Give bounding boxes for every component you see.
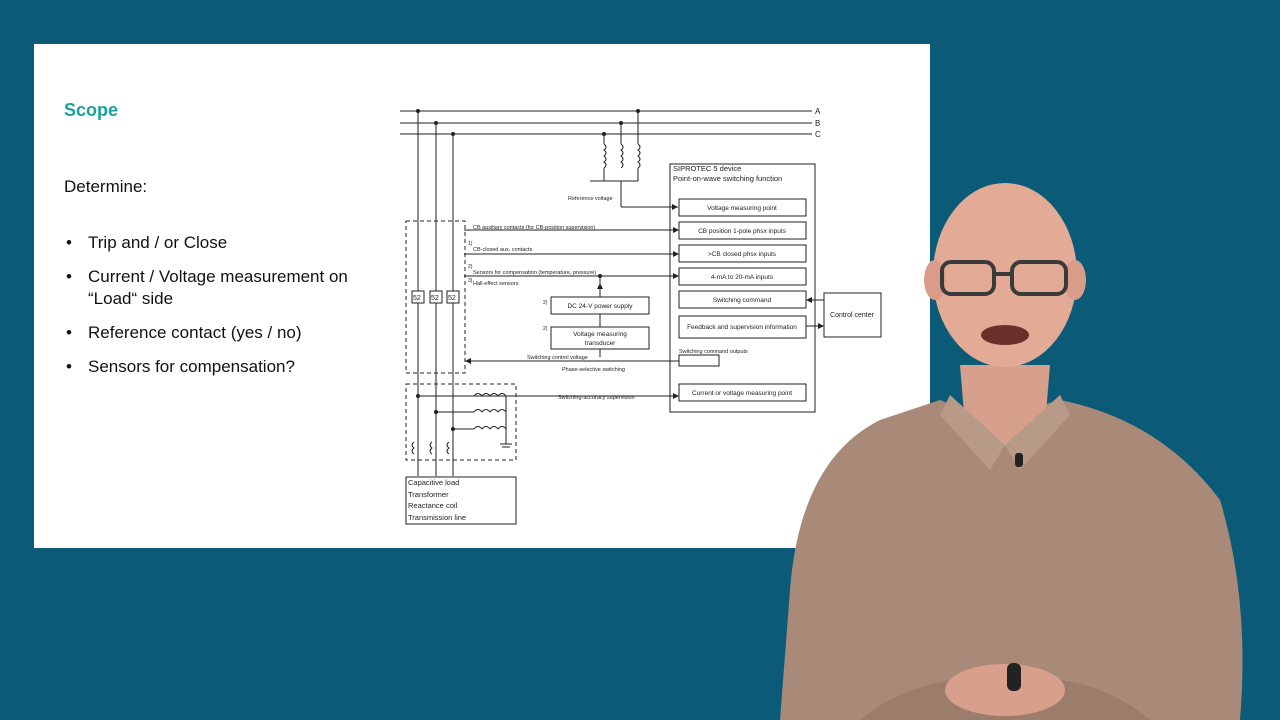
load-type-capacitive: Capacitive load	[408, 478, 459, 487]
load-type-transformer: Transformer	[408, 490, 449, 499]
current-voltage-measuring-point-label: Current or voltage measuring point	[692, 390, 792, 397]
dc-supply-label: DC 24-V power supply	[567, 303, 633, 310]
cb-closed-inputs-label: >CB closed phsx inputs	[708, 251, 777, 258]
cb-aux-contacts-label: CB auxiliary contacts (for CB-position s…	[473, 225, 595, 231]
bullet-text: Reference contact (yes / no)	[88, 323, 302, 342]
phase-label-b: B	[815, 119, 820, 128]
dc-supply-footnote: 2)	[543, 300, 548, 306]
voltage-measuring-point-label: Voltage measuring point	[707, 205, 777, 212]
breaker-b-label: 52	[431, 295, 439, 302]
slide-title: Scope	[64, 100, 119, 120]
bullet-text: Trip and / or Close	[88, 233, 228, 252]
feedback-supervision-label: Feedback and supervision information	[687, 324, 797, 331]
control-center-label: Control center	[830, 312, 875, 319]
cb-closed-aux-label: CB-closed aux. contacts	[473, 247, 533, 253]
switching-outputs-label: Switching command outputs	[679, 349, 748, 355]
transducer-label-2: transducer	[585, 340, 617, 347]
footnote-1-label: 1)	[468, 241, 473, 247]
bullet-dot: •	[66, 267, 72, 286]
load-type-reactance: Reactance coil	[408, 501, 458, 510]
phase-label-c: C	[815, 130, 821, 139]
bullet-item: • Reference contact (yes / no)	[64, 322, 364, 344]
bullet-item: • Sensors for compensation?	[64, 356, 364, 378]
switching-control-voltage-label: Switching control voltage	[527, 355, 588, 361]
bullet-dot: •	[66, 233, 72, 252]
bullet-text: Current / Voltage measurement on “Load“ …	[88, 267, 348, 308]
hall-sensors-label: Hall-effect sensors	[473, 281, 519, 287]
bullet-list: • Trip and / or Close • Current / Voltage …	[64, 232, 364, 390]
device-subtitle: Point-on-wave switching function	[673, 174, 782, 183]
load-type-line: Transmission line	[408, 513, 466, 522]
breaker-c-label: 52	[448, 295, 456, 302]
footnote-3-label: 3)	[468, 278, 473, 284]
switching-command-label: Switching command	[713, 297, 772, 304]
accuracy-supervision-label: Switching-accuracy supervision	[558, 395, 635, 401]
transducer-label-1: Voltage measuring	[573, 331, 627, 338]
phase-selective-label: Phase-selective switching	[562, 367, 625, 373]
reference-voltage-label: Reference voltage	[568, 196, 613, 202]
bullet-dot: •	[66, 357, 72, 376]
slide: Scope Determine: • Trip and / or Close • C…	[34, 44, 930, 548]
footnote-2-label: 2)	[468, 264, 473, 270]
point-on-wave-diagram: 52 52 52 A B C SIPROTEC 5 device Point-o…	[400, 107, 882, 525]
bullet-dot: •	[66, 323, 72, 342]
determine-label: Determine:	[64, 177, 148, 196]
phase-label-a: A	[815, 107, 821, 116]
analog-inputs-label: 4-mA to 20-mA inputs	[711, 274, 774, 281]
presenter-video	[780, 183, 1243, 720]
bullet-text: Sensors for compensation?	[88, 357, 295, 376]
cb-position-inputs-label: CB position 1-pole phsx inputs	[698, 228, 787, 235]
transducer-footnote: 2)	[543, 326, 548, 332]
sensors-compensation-label: Sensors for compensation (temperature, p…	[473, 270, 596, 276]
bullet-item: • Current / Voltage measurement on “Load“…	[64, 266, 364, 310]
breaker-a-label: 52	[413, 295, 421, 302]
bullet-item: • Trip and / or Close	[64, 232, 364, 254]
device-title: SIPROTEC 5 device	[673, 164, 741, 173]
